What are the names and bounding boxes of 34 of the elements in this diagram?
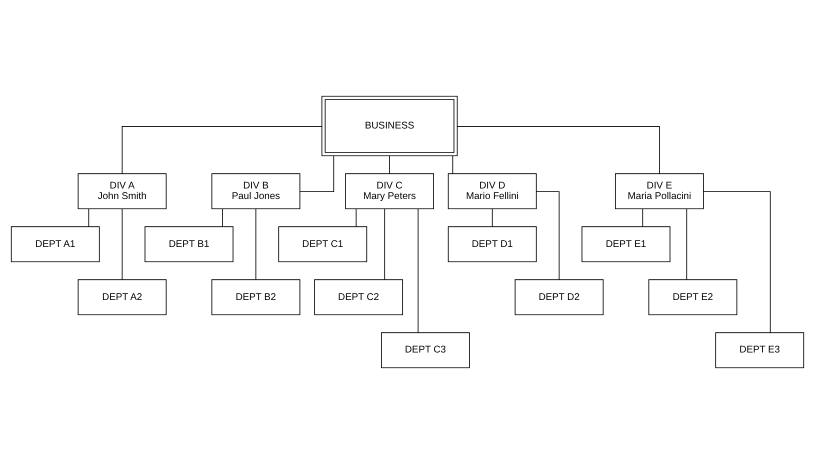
connector	[222, 208, 223, 227]
node-box: DEPT E2	[648, 279, 738, 316]
connector	[686, 208, 688, 280]
connector	[536, 191, 560, 280]
node-box: DEPT B1	[144, 226, 234, 262]
connector	[452, 156, 454, 174]
connector	[642, 208, 644, 227]
connector	[384, 208, 386, 280]
node-box: DEPT B2	[211, 279, 300, 316]
node-box: DIV B Paul Jones	[211, 173, 300, 210]
connector	[389, 156, 390, 174]
node-box: DEPT A1	[10, 226, 100, 262]
connector	[88, 208, 90, 227]
connector	[703, 191, 771, 334]
connector	[492, 208, 493, 227]
node-box: DEPT D1	[448, 226, 537, 262]
node-box: BUSINESS	[322, 96, 458, 156]
node-box: DEPT A2	[78, 279, 167, 316]
connector	[122, 208, 123, 280]
node-box: DEPT C1	[278, 226, 368, 262]
connector	[456, 126, 660, 174]
connector	[300, 156, 334, 192]
node-box: DEPT C2	[314, 279, 404, 316]
node-box: DEPT E1	[582, 226, 670, 262]
node-box: DIV E Maria Pollacini	[614, 173, 704, 210]
node-box: DIV C Mary Peters	[345, 173, 434, 210]
node-box: DIV A John Smith	[78, 173, 167, 210]
node-box: DEPT E3	[715, 332, 804, 368]
connector	[356, 208, 357, 227]
connector	[122, 126, 322, 174]
node-box: DEPT D2	[514, 279, 604, 316]
connector	[255, 208, 256, 280]
node-box: DEPT C3	[381, 332, 470, 368]
node-box: DIV D Mario Fellini	[448, 173, 537, 210]
